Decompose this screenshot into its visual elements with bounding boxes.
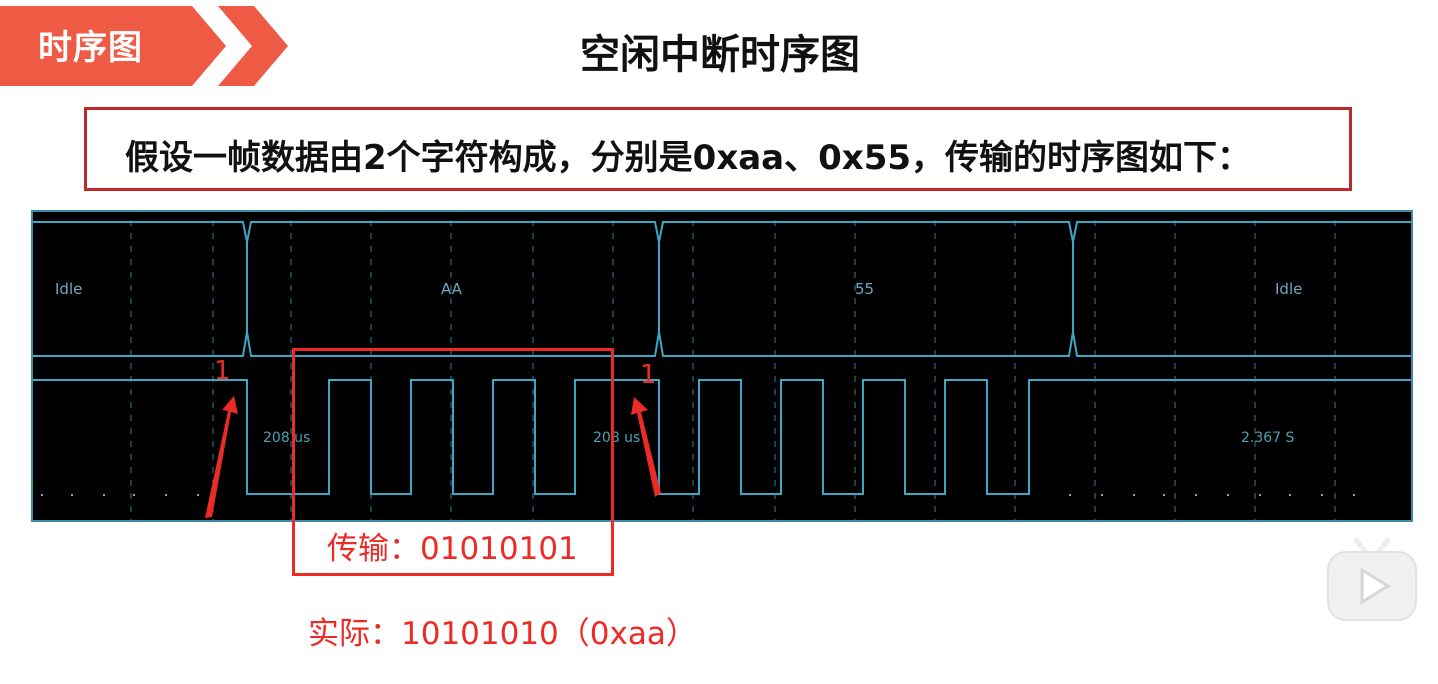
decoded-bus-lane (33, 221, 1411, 357)
transmit-text: 传输：01010101 (327, 531, 578, 567)
highlight-box: 传输：01010101 (292, 348, 614, 576)
baseline-dots (41, 494, 1355, 496)
logic-analyzer-capture: Idle AA 55 Idle 208 us 208 us 2.367 S (31, 210, 1413, 522)
timing-label-3: 2.367 S (1241, 430, 1295, 446)
play-icon[interactable] (1326, 536, 1418, 622)
section-tag: 时序图 (38, 28, 143, 68)
decode-label-55: 55 (855, 280, 875, 298)
note-box: 假设一帧数据由2个字符构成，分别是0xaa、0x55，传输的时序图如下： (84, 107, 1352, 191)
chevron-right-icon (0, 6, 288, 86)
page-title: 空闲中断时序图 (580, 32, 860, 78)
marker-one-left: 1 (214, 356, 231, 386)
timing-label-1: 208 us (263, 430, 311, 446)
timing-label-2: 208 us (593, 430, 641, 446)
decode-label-idle-start: Idle (55, 280, 83, 298)
waveform-svg (33, 220, 1411, 520)
note-text: 假设一帧数据由2个字符构成，分别是0xaa、0x55，传输的时序图如下： (125, 138, 1252, 178)
decode-label-aa: AA (441, 280, 462, 298)
actual-text: 实际：10101010（0xaa） (308, 616, 697, 652)
serial-signal-trace (33, 379, 1411, 495)
section-banner: 时序图 (0, 0, 300, 88)
decode-label-idle-end: Idle (1275, 280, 1303, 298)
marker-one-right: 1 (640, 360, 657, 390)
